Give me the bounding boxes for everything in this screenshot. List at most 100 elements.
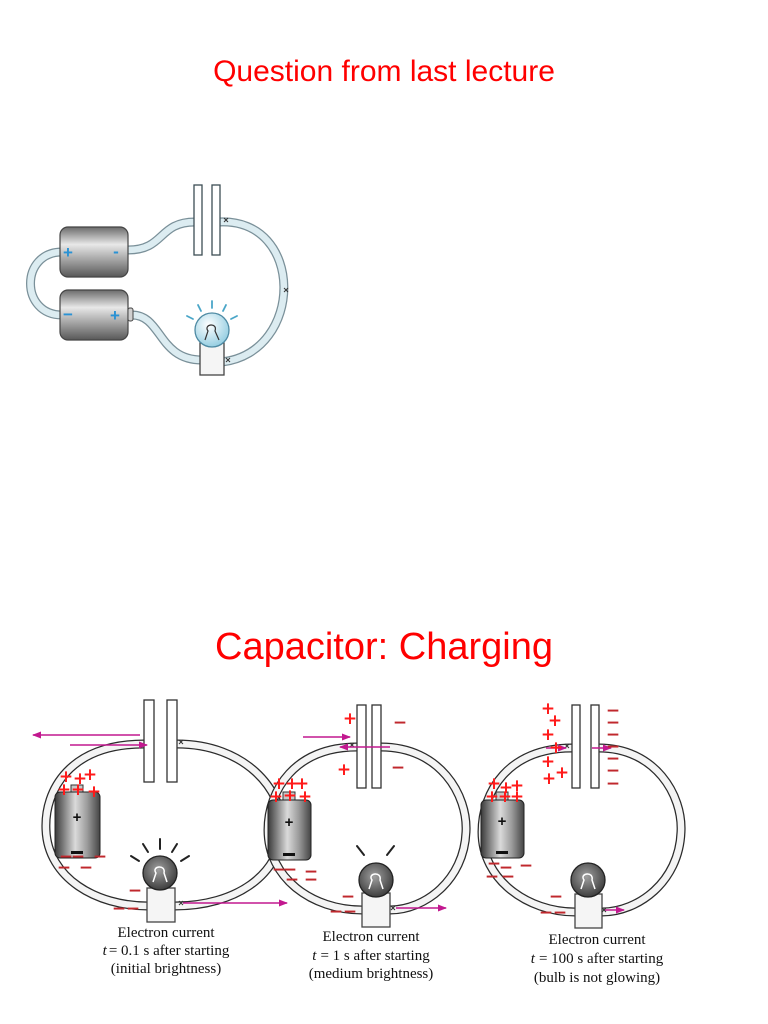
wire-between-batteries: [26, 247, 63, 320]
capacitor-left-plate: [193, 184, 203, 256]
negative-charge: −: [71, 847, 85, 867]
positive-charge: +: [548, 711, 562, 731]
time-text: = 0.1 s after starting: [109, 943, 230, 959]
caption-line-2: t= 100 s after starting: [531, 951, 664, 967]
positive-charge: +: [510, 776, 524, 796]
bulb-base: [574, 893, 603, 929]
battery-plus-sign: +: [498, 813, 507, 830]
positive-charge: +: [87, 782, 101, 802]
wire-battery-to-capacitor: [127, 217, 196, 255]
negative-charge: −: [112, 899, 126, 919]
bulb-filament: [580, 873, 596, 890]
negative-charge: −: [79, 858, 93, 878]
wire-right-loop: [598, 743, 686, 917]
caption-line-2: t= 0.1 s after starting: [103, 943, 230, 959]
panel-caption: Electron current t= 100 s after starting…: [531, 932, 664, 986]
negative-charge: −: [304, 870, 318, 890]
positive-charge: +: [541, 752, 555, 772]
time-text: = 1 s after starting: [320, 948, 430, 964]
bulb-filament: [368, 873, 384, 890]
battery-minus-mark: [283, 853, 295, 856]
time-text: = 100 s after starting: [539, 951, 664, 967]
positive-charge: +: [272, 774, 286, 794]
battery-minus-mark: [496, 851, 508, 854]
charging-panel-medium: + Electron current t= 1 s after starting…: [263, 704, 471, 982]
positive-charge: +: [285, 774, 299, 794]
bulb-light-rays: [356, 845, 395, 856]
caption-line-1: Electron current: [548, 932, 646, 948]
negative-charge: −: [606, 774, 620, 794]
bulb-glass: [142, 855, 178, 891]
bulb-light-rays: [186, 300, 238, 320]
positive-charge: +: [83, 765, 97, 785]
positive-charge: +: [541, 699, 555, 719]
positive-charge: +: [555, 763, 569, 783]
time-variable: t: [312, 948, 317, 964]
negative-charge: −: [285, 870, 299, 890]
bulb: [356, 845, 395, 928]
positive-charge: +: [510, 787, 524, 807]
bulb-glass: [358, 862, 394, 898]
bulb-filament: [204, 324, 220, 341]
bulb-glass: [194, 312, 230, 348]
capacitor-left-plate: [143, 699, 155, 783]
positive-charge: +: [541, 725, 555, 745]
slide-title-question: Question from last lecture: [213, 55, 555, 88]
battery-terminal-sign: −: [63, 305, 73, 324]
bulb-base: [146, 887, 176, 923]
battery-body: [267, 799, 312, 861]
positive-charge: +: [549, 738, 563, 758]
time-variable: t: [531, 951, 536, 967]
negative-charge: −: [391, 758, 405, 778]
wire-marks: [178, 739, 184, 906]
panel-caption: Electron current t= 1 s after starting (…: [309, 929, 434, 982]
negative-charge: −: [343, 902, 357, 922]
negative-charge: −: [272, 860, 286, 880]
positive-charge: +: [337, 760, 351, 780]
electron-flow-arrows: [303, 733, 447, 912]
negative-charge: −: [553, 903, 567, 923]
positive-charge: +: [73, 769, 87, 789]
wire-battery-to-bulb: [131, 310, 203, 365]
capacitor-right-plate: [590, 704, 600, 789]
negative-charge: −: [93, 847, 107, 867]
caption-line-3: (bulb is not glowing): [534, 970, 660, 986]
caption-line-3: (initial brightness): [111, 961, 221, 977]
negative-charge: −: [539, 903, 553, 923]
positive-charge: +: [499, 778, 513, 798]
battery: +: [480, 791, 525, 859]
bulb-light-rays: [130, 838, 190, 862]
positive-charge: +: [498, 787, 512, 807]
battery-terminal-sign: +: [110, 306, 120, 325]
electron-flow-arrows: [546, 744, 625, 914]
negative-charge: −: [549, 887, 563, 907]
positive-charge: +: [298, 787, 312, 807]
wire-right-loop: [380, 742, 471, 915]
wire-marks: [223, 217, 289, 363]
charging-panel-charged: + Electron current t= 100 s after starti…: [477, 704, 686, 986]
negative-charge: −: [606, 713, 620, 733]
negative-charge: −: [606, 701, 620, 721]
negative-charge: −: [304, 862, 318, 882]
battery-minus-mark: [71, 851, 83, 854]
wire-left-loop: [41, 739, 149, 911]
battery-body: [54, 791, 101, 859]
time-variable: t: [103, 943, 108, 959]
battery-top: + -: [59, 226, 129, 278]
bulb-base: [199, 342, 225, 376]
caption-line-1: Electron current: [322, 929, 420, 945]
wire-capacitor-to-bulb: [218, 217, 289, 367]
slide-title-capacitor-charging: Capacitor: Charging: [215, 626, 553, 668]
battery-terminal-sign: -: [113, 242, 119, 261]
negative-charge: −: [606, 749, 620, 769]
negative-charge: −: [606, 761, 620, 781]
positive-charge: +: [57, 780, 71, 800]
bulb-base: [361, 892, 391, 928]
negative-charge: −: [393, 713, 407, 733]
negative-charge: −: [606, 725, 620, 745]
battery: +: [54, 784, 101, 859]
question-circuit-diagram: + - − +: [26, 184, 289, 376]
negative-charge: −: [283, 860, 297, 880]
negative-charge: −: [341, 887, 355, 907]
